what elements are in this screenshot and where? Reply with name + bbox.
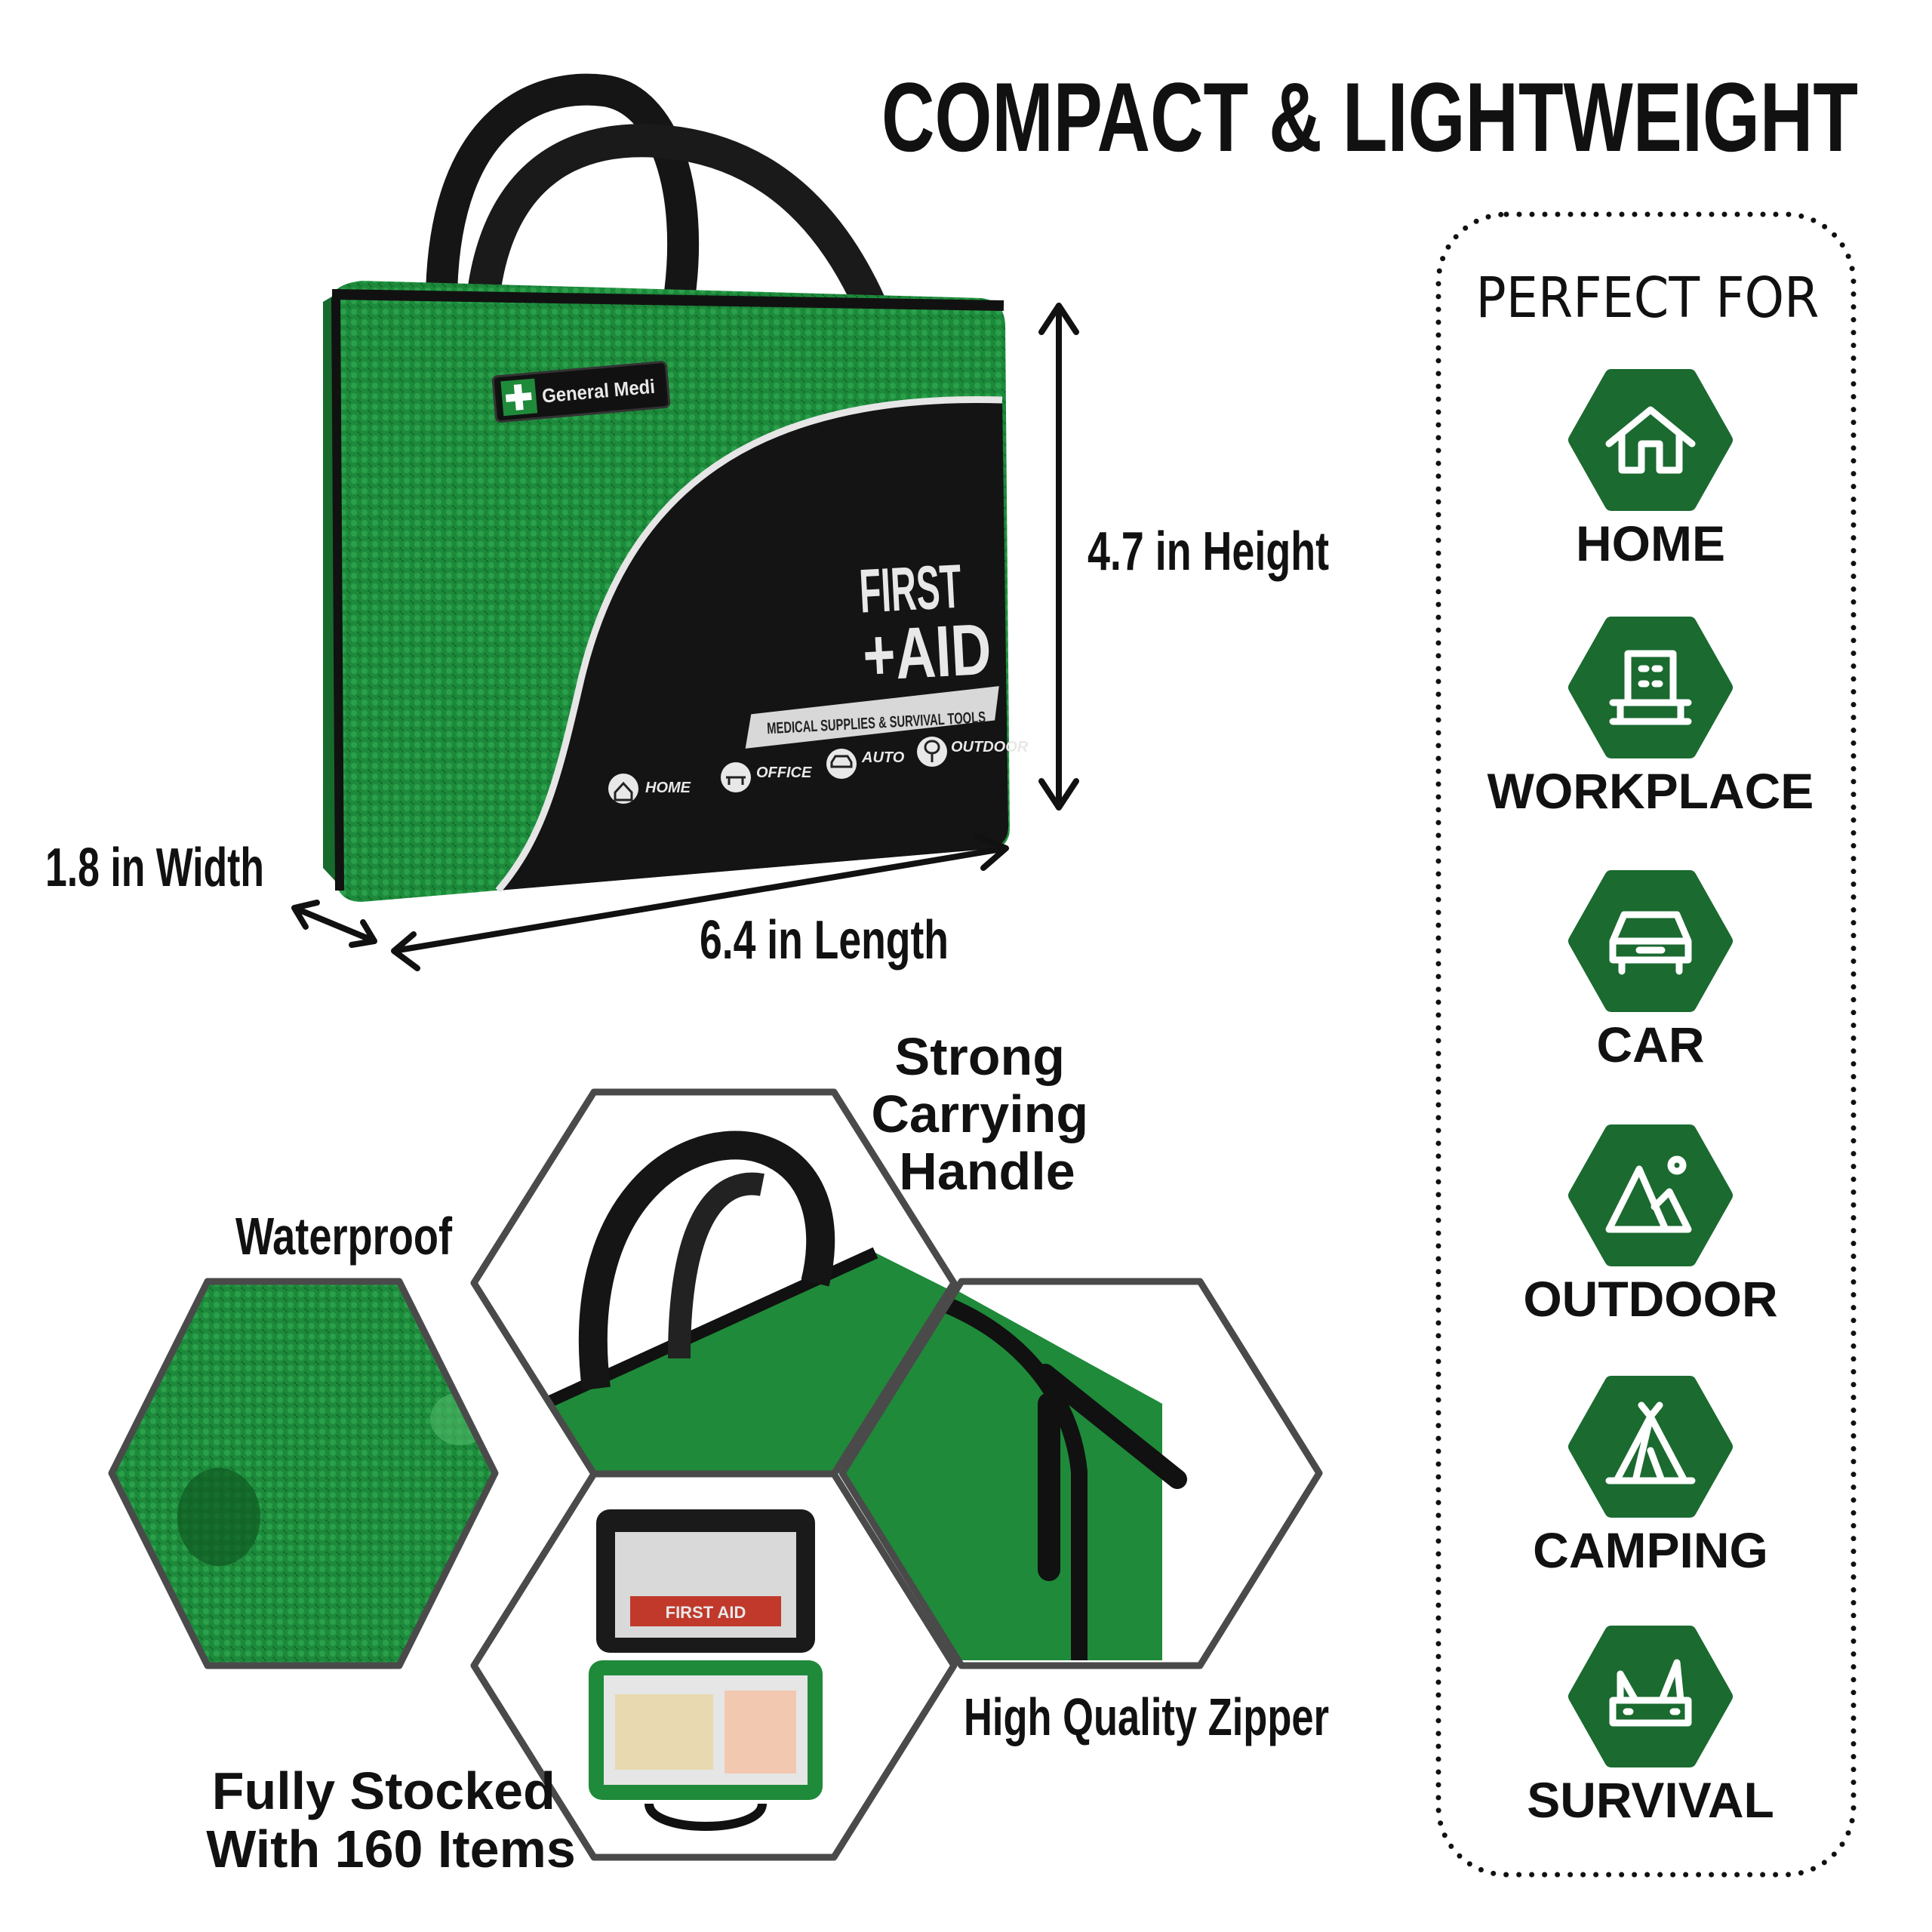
feature-zipper — [838, 1278, 1323, 1669]
perfect-for-label: HOME — [1576, 515, 1725, 571]
headline: COMPACT & LIGHTWEIGHT — [881, 62, 1858, 172]
dimension-arrows — [291, 303, 1079, 971]
perfect-for-item-car: CAR — [1568, 870, 1733, 1072]
car-icon — [826, 749, 857, 779]
bag-aid-text: +AID — [861, 609, 993, 697]
height-label: 4.7 in Height — [1088, 521, 1329, 582]
perfect-for-item-camping: CAMPING — [1533, 1376, 1768, 1578]
cotton-swabs — [615, 1694, 713, 1770]
perfect-for-label: OUTDOOR — [1523, 1271, 1777, 1327]
stocked-label: Fully Stocked With 160 Items — [206, 1761, 576, 1878]
stocked-label-line: With 160 Items — [206, 1820, 576, 1878]
perfect-for-label: SURVIVAL — [1527, 1772, 1774, 1828]
water-droplet — [177, 1468, 260, 1566]
stocked-label-line: Fully Stocked — [212, 1761, 555, 1820]
feature-waterproof — [108, 1278, 499, 1669]
perfect-for-item-outdoor: OUTDOOR — [1523, 1124, 1778, 1327]
width-label: 1.8 in Width — [45, 838, 264, 898]
bag-zipper-top — [331, 289, 1004, 311]
width-arrow — [291, 900, 377, 948]
feature-handle — [470, 1088, 958, 1478]
handle-label-line: Carrying — [871, 1084, 1088, 1143]
bag-icon-label: OFFICE — [756, 764, 812, 781]
bag-first-text: FIRST — [858, 552, 964, 626]
tagline-banner — [745, 686, 999, 749]
kit-pouch — [630, 1596, 781, 1626]
height-arrow — [1038, 303, 1079, 811]
length-label: 6.4 in Length — [700, 910, 949, 971]
multitool-icon — [1609, 1659, 1692, 1727]
bag-icon-label: OUTDOOR — [951, 739, 1029, 755]
car-icon — [1609, 911, 1692, 975]
handle-label-line: Handle — [899, 1142, 1075, 1201]
first-aid-bag: General Medi FIRST +AID MEDICAL SUPPLIES… — [323, 73, 1029, 902]
hexagon-badge — [1568, 617, 1733, 758]
hexagon-badge — [1568, 369, 1733, 511]
perfect-for-label: WORKPLACE — [1487, 763, 1814, 819]
tent-icon — [1605, 1401, 1696, 1484]
dotted-border — [1435, 211, 1857, 1878]
bag-icon-label: HOME — [645, 780, 691, 796]
bag-closeup — [528, 1253, 954, 1474]
bag-front-panel — [498, 399, 1008, 891]
length-arrow — [391, 833, 1009, 971]
perfect-for-title: PERFECT FOR — [1476, 266, 1820, 331]
bag-piping — [495, 395, 1003, 893]
zipper-pull — [1035, 1364, 1187, 1489]
perfect-for-item-workplace: WORKPLACE — [1487, 617, 1814, 819]
bag-zipper-side — [331, 297, 344, 891]
office-chair-icon — [1609, 650, 1692, 725]
zipper-label: High Quality Zipper — [964, 1687, 1329, 1746]
bag-icon-row: HOME OFFICE AUTO OUTDOOR — [608, 737, 1029, 804]
brand-patch: General Medi — [491, 361, 671, 423]
handle-label: Strong Carrying Handle — [871, 1027, 1103, 1201]
perfect-for-item-home: HOME — [1568, 369, 1733, 571]
perfect-for-panel: PERFECT FOR HOME WORKPLACE CAR OUTDOOR CAMPI… — [1435, 211, 1857, 1878]
waterproof-label: Waterproof — [235, 1207, 453, 1266]
perfect-for-item-survival: SURVIVAL — [1527, 1626, 1774, 1828]
tree-icon — [917, 737, 947, 767]
bag-handle-front — [466, 124, 891, 324]
fabric-closeup — [112, 1281, 495, 1666]
hexagon-badge — [1568, 1376, 1733, 1518]
hexagon-badge — [1568, 1626, 1733, 1767]
house-icon — [1605, 406, 1696, 474]
bag-handle-back — [426, 73, 700, 300]
feature-stocked: FIRST AID — [470, 1470, 958, 1861]
handle-label-line: Strong — [895, 1027, 1066, 1086]
perfect-for-label: CAR — [1597, 1017, 1705, 1072]
mountain-sun-icon — [1605, 1155, 1692, 1233]
kit-label: FIRST AID — [666, 1603, 746, 1622]
handle-closeup — [578, 1131, 835, 1391]
perfect-for-label: CAMPING — [1533, 1522, 1768, 1578]
bag-icon-label: AUTO — [861, 749, 905, 766]
